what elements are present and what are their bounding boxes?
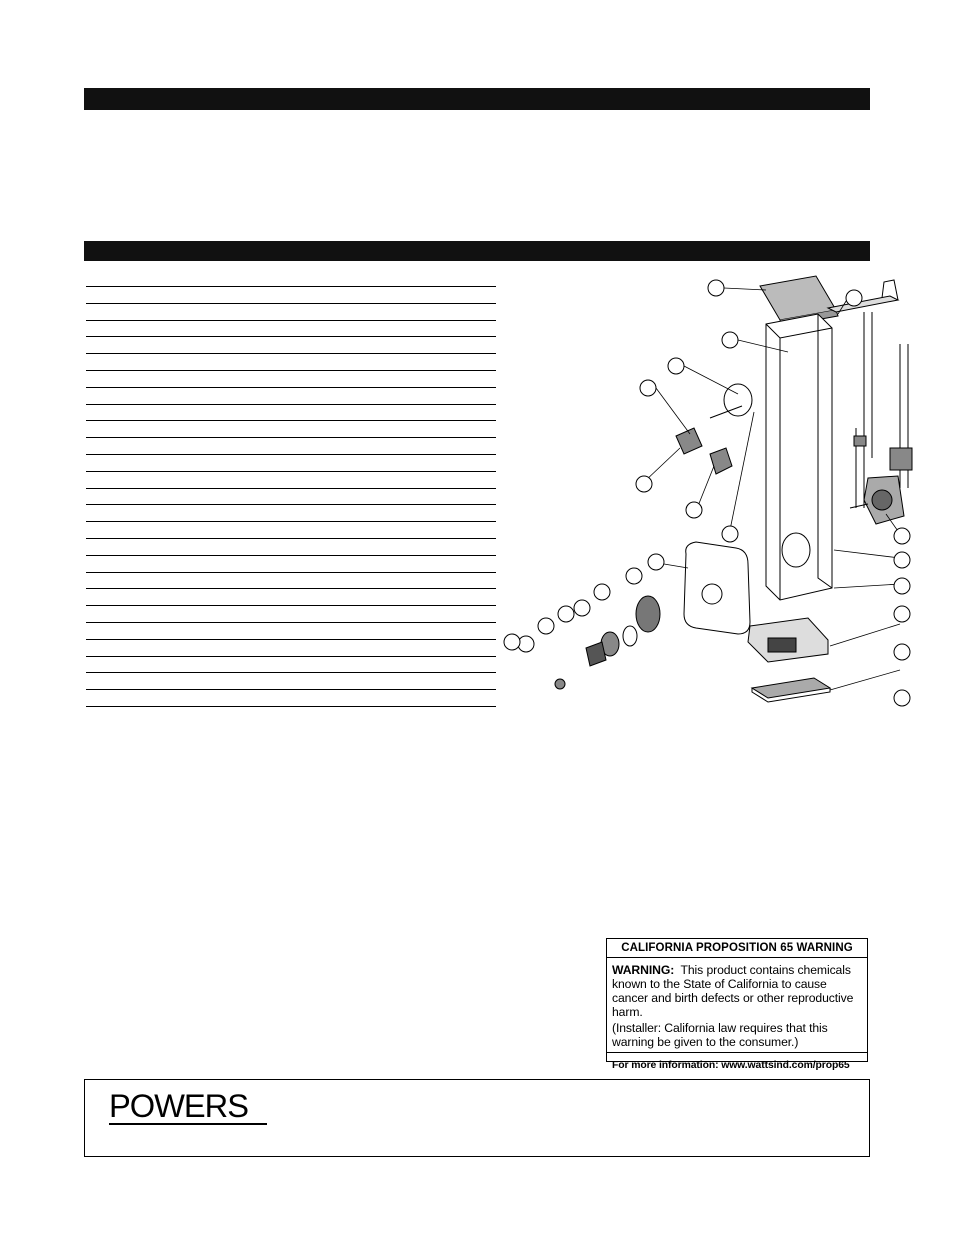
warning-label: WARNING: — [612, 963, 675, 977]
callout-circle — [635, 475, 653, 493]
callout-circle — [517, 635, 535, 653]
table-row — [86, 370, 496, 371]
callout-circle — [573, 599, 591, 617]
callout-circle — [721, 331, 739, 349]
prop65-warning-box: CALIFORNIA PROPOSITION 65 WARNING WARNIN… — [606, 938, 868, 1071]
table-row — [86, 286, 496, 287]
prop65-title: CALIFORNIA PROPOSITION 65 WARNING — [621, 942, 853, 954]
callout-circle — [557, 605, 575, 623]
table-row — [86, 538, 496, 539]
table-row — [86, 470, 496, 472]
more-info: For more information: www.wattsind.com/p… — [612, 1060, 850, 1071]
table-row — [86, 706, 496, 707]
table-row — [86, 504, 496, 506]
table-row — [86, 638, 496, 640]
table-row — [86, 302, 496, 304]
table-row — [86, 571, 496, 573]
callout-circle — [647, 553, 665, 571]
installer-note: (Installer: California law requires that… — [612, 1021, 828, 1049]
callout-circle — [721, 525, 739, 543]
callout-circle — [625, 567, 643, 585]
diagram-drawing — [554, 275, 913, 703]
table-row — [86, 689, 496, 691]
callout-circle — [593, 583, 611, 601]
table-row — [86, 386, 496, 388]
table-row — [86, 319, 496, 321]
callout-circle — [685, 501, 703, 519]
divider — [607, 1052, 867, 1053]
table-row — [86, 655, 496, 657]
table-row — [86, 336, 496, 338]
table-row — [86, 622, 496, 623]
callout-circle — [893, 551, 911, 569]
table-row — [86, 588, 496, 590]
table-row — [86, 454, 496, 455]
table-row — [86, 554, 496, 556]
callout-circle — [845, 289, 863, 307]
callout-circle — [667, 357, 685, 375]
callout-circle — [707, 279, 725, 297]
table-row — [86, 487, 496, 489]
callout-circles — [503, 279, 911, 707]
section-header-bar-1 — [84, 88, 870, 110]
exploded-parts-diagram — [503, 275, 913, 707]
table-row — [86, 420, 496, 422]
callout-circle — [639, 379, 657, 397]
section-header-bar-2 — [84, 241, 870, 261]
table-row — [86, 403, 496, 405]
callout-circle — [893, 527, 911, 545]
callout-circle — [503, 633, 521, 651]
prop65-warning: WARNING: This product contains chemicals… — [612, 963, 862, 1019]
callout-circle — [893, 689, 911, 707]
warning-text: This product contains chemicals known to… — [612, 963, 854, 1019]
logo-underline — [109, 1123, 267, 1125]
callout-circle — [893, 643, 911, 661]
table-row — [86, 353, 496, 355]
callout-circle — [537, 617, 555, 635]
powers-logo: POWERS — [109, 1088, 249, 1124]
leader-lines — [643, 287, 901, 691]
table-row — [86, 521, 496, 523]
table-row — [86, 672, 496, 674]
callout-circle — [893, 605, 911, 623]
divider — [607, 957, 867, 958]
footer-box: POWERS — [84, 1079, 870, 1157]
callout-circle — [893, 577, 911, 595]
table-row — [86, 605, 496, 607]
table-row — [86, 437, 496, 439]
